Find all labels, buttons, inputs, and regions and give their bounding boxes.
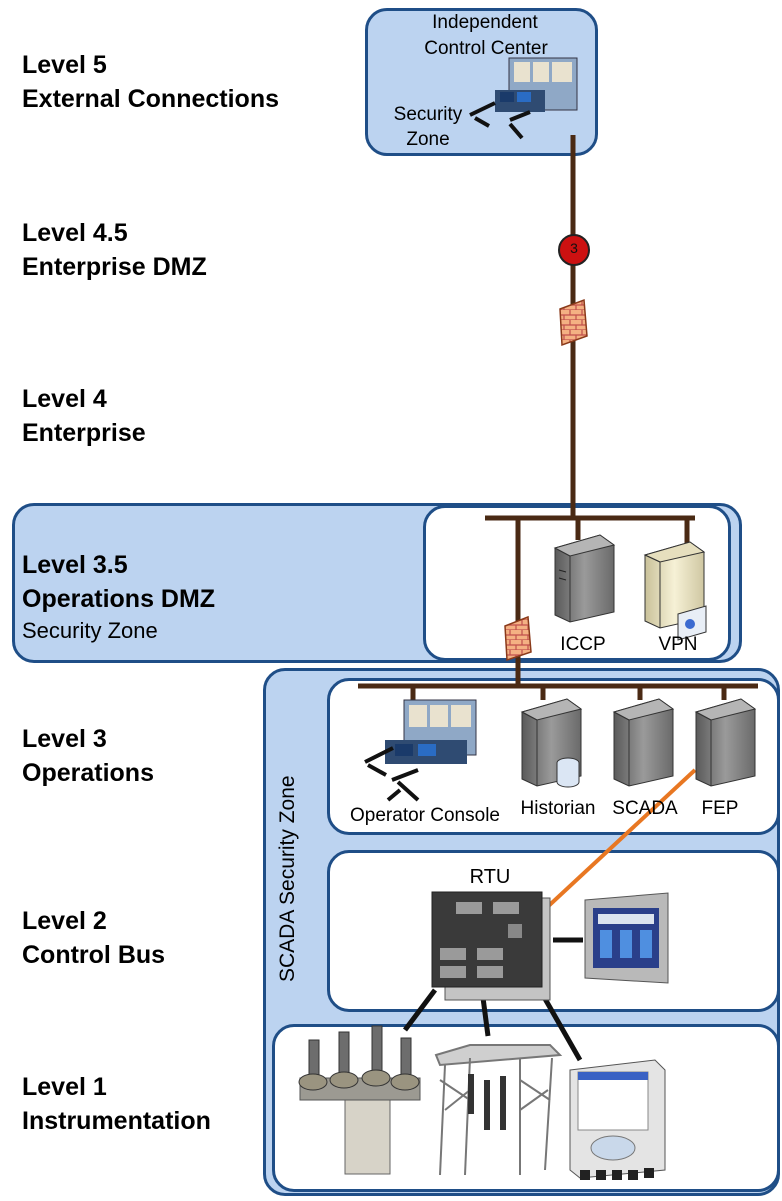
badge-number: 3 [570,240,578,256]
rtu-connections [403,937,583,1062]
scada-server-icon [612,698,675,787]
fep-server-icon [694,698,757,787]
firewall-icon [504,615,532,662]
rtu-label: RTU [469,866,511,888]
scada-label: SCADA [612,798,678,819]
control-center-console-icon [469,57,578,140]
serial-link [526,768,697,927]
historian-label: Historian [520,798,596,819]
icc-zone-line2: Zone [406,129,450,150]
historian-server-icon [520,698,583,788]
icc-title-line2: Control Center [424,38,548,59]
power-meter-icon [569,1059,666,1180]
fep-label: FEP [701,798,739,819]
icc-zone-line1: Security [393,104,463,125]
circuit-breaker-icon [298,1025,421,1175]
incident-badge [558,234,590,266]
icc-title-line1: Independent [432,12,538,33]
iccp-label: ICCP [560,634,606,655]
vpn-server-icon [643,541,707,641]
hmi-panel-icon [584,892,669,984]
operator-console-icon [364,699,477,802]
control-bus-box [327,850,780,1012]
substation-structure-icon [434,1044,563,1176]
firewall-icon [559,298,588,347]
operator-console-label: Operator Console [350,805,500,826]
rtu-device-icon [431,891,551,1001]
iccp-server-icon [553,534,616,623]
vpn-label: VPN [658,634,698,655]
